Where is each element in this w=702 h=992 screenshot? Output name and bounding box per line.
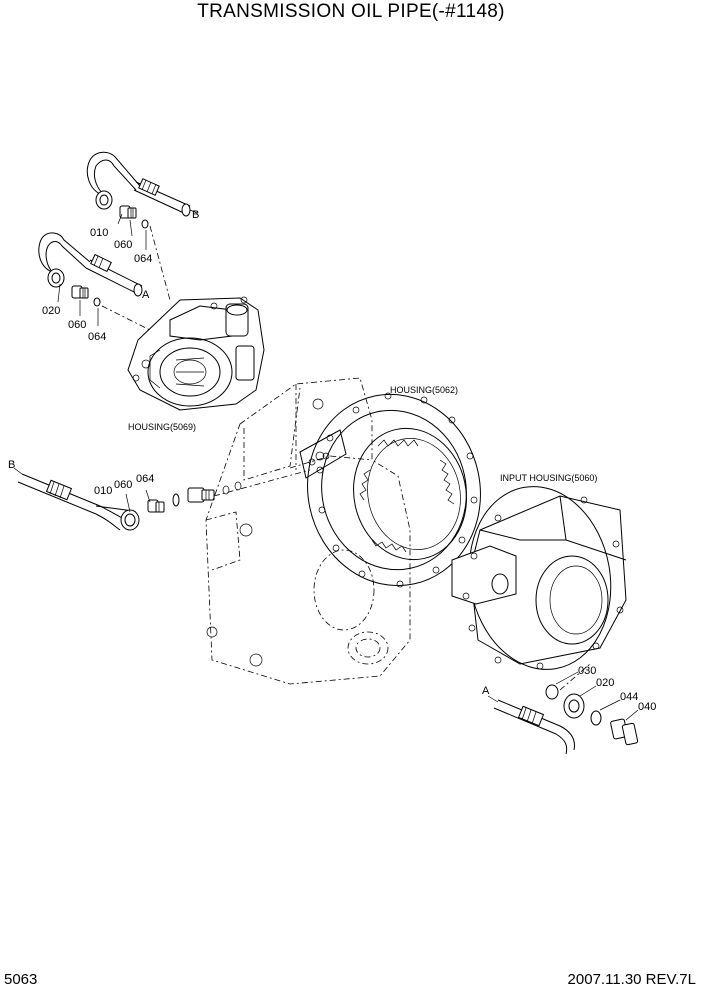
- mid-oil-pipe: [38, 232, 143, 297]
- ref-a-right-label: A: [482, 685, 490, 697]
- right-washer-044: [590, 710, 602, 726]
- part-040-right-label: 040: [638, 701, 656, 713]
- part-010-left-label: 010: [94, 485, 112, 497]
- page-title: TRANSMISSION OIL PIPE(-#1148): [197, 1, 505, 22]
- ref-a-mid-label: A: [142, 289, 150, 301]
- part-020-mid-label: 020: [42, 305, 60, 317]
- right-oil-pipe: [487, 695, 575, 755]
- part-020-right-label: 020: [596, 677, 614, 689]
- top-connector-060: [119, 205, 137, 219]
- part-010-top-label: 010: [90, 227, 108, 239]
- right-eye-fitting-020: [563, 693, 585, 719]
- mid-connector-060: [71, 285, 89, 299]
- left-oil-pipe: [13, 467, 140, 531]
- left-oring-064: [172, 493, 180, 507]
- part-030-right-label: 030: [578, 665, 596, 677]
- left-plug: [187, 487, 215, 503]
- part-064-mid-label: 064: [88, 331, 106, 343]
- right-bolt-040: [610, 718, 639, 746]
- part-060-left-label: 060: [114, 479, 132, 491]
- main-housing: [205, 377, 411, 685]
- housing-5069: [127, 296, 265, 411]
- housing-5062-ring-gear: [299, 392, 481, 588]
- part-044-right-label: 044: [620, 691, 638, 703]
- housing-5069-label: HOUSING(5069): [128, 422, 196, 432]
- housing-5062-label: HOUSING(5062): [390, 385, 458, 395]
- part-060-top-label: 060: [114, 239, 132, 251]
- left-connector-060: [147, 499, 165, 513]
- ref-b-top-label: B: [192, 209, 199, 221]
- right-oring-030: [545, 684, 559, 700]
- part-064-top-label: 064: [134, 253, 152, 265]
- mid-oring-064: [93, 297, 101, 307]
- top-oil-pipe: [86, 151, 198, 217]
- part-060-mid-label: 060: [68, 319, 86, 331]
- ref-b-left-label: B: [8, 459, 15, 471]
- part-064-left-label: 064: [136, 473, 154, 485]
- page-number: 5063: [4, 971, 38, 988]
- top-oring-064: [141, 219, 149, 229]
- revision-date: 2007.11.30 REV.7L: [567, 971, 696, 988]
- housing-5060-label: INPUT HOUSING(5060): [500, 473, 597, 483]
- input-housing-5060: [451, 486, 627, 670]
